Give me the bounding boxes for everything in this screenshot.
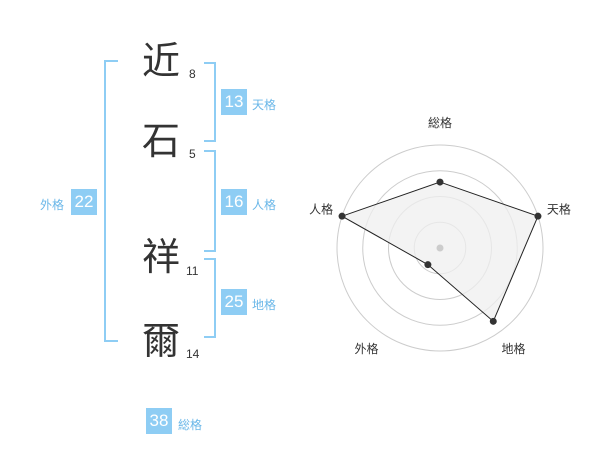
tenkaku-bracket — [204, 62, 216, 142]
chikaku-label: 地格 — [252, 298, 277, 312]
radar-axis-label: 人格 — [309, 201, 333, 216]
tenkaku-badge: 13 — [221, 89, 247, 115]
name-char-3: 祥 — [142, 235, 181, 279]
gaikaku-badge: 22 — [71, 189, 97, 215]
radar-point-2 — [534, 212, 542, 220]
stroke-count-4: 14 — [186, 347, 200, 361]
stroke-count-2: 5 — [189, 147, 196, 161]
stroke-count-1: 8 — [189, 67, 196, 81]
name-char-4: 爾 — [142, 319, 181, 363]
radar-series-polygon — [340, 181, 539, 323]
radar-axis-label: 地格 — [501, 341, 525, 356]
gaikaku-bracket — [104, 60, 118, 342]
radar-axis-label: 天格 — [547, 201, 571, 216]
chikaku-bracket — [204, 258, 216, 338]
radar-point-4 — [424, 261, 432, 269]
radar-ring — [336, 144, 544, 352]
jinkaku-badge: 16 — [221, 189, 247, 215]
name-char-2: 石 — [142, 119, 181, 163]
radar-axis-label: 総格 — [428, 115, 452, 130]
name-char-1: 近 — [142, 39, 181, 83]
radar-point-1 — [436, 178, 444, 186]
chikaku-badge: 25 — [221, 289, 247, 315]
soukaku-badge: 38 — [146, 408, 172, 434]
stroke-count-3: 11 — [186, 264, 199, 278]
radar-point-3 — [489, 317, 497, 325]
soukaku-label: 総格 — [178, 418, 203, 432]
radar-point-5 — [338, 212, 346, 220]
jinkaku-bracket — [204, 150, 216, 252]
radar-center-dot — [436, 244, 444, 252]
radar-axis-label: 外格 — [355, 341, 379, 356]
tenkaku-label: 天格 — [252, 98, 277, 112]
jinkaku-label: 人格 — [252, 198, 277, 212]
gaikaku-label: 外格 — [40, 198, 65, 212]
